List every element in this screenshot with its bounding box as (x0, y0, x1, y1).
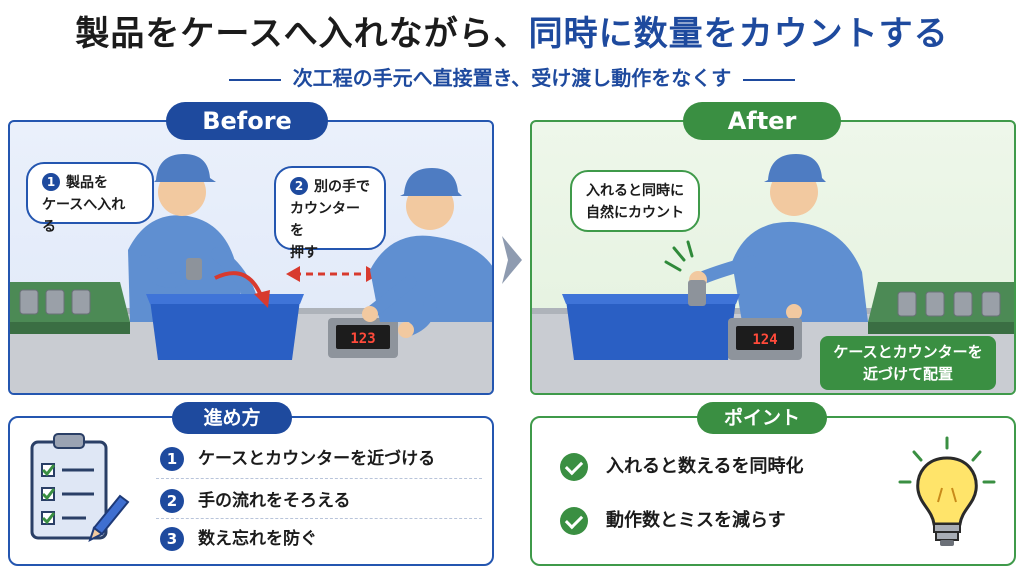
after-panel: 124 入れると同時に 自然にカウント (530, 120, 1016, 395)
bubble2-line2: カウンターを (290, 201, 360, 239)
step-item: 3 数え忘れを防ぐ (160, 524, 317, 551)
product-can (953, 291, 973, 317)
step-number: 1 (160, 447, 184, 471)
counter-display: 124 (752, 332, 777, 348)
before-panel: 123 1 製品を ケースへ入れる 2 別の手で カウンターを 押す (8, 120, 494, 395)
step-divider (156, 518, 482, 519)
counter-display: 123 (350, 331, 375, 347)
worker-right-body (370, 235, 492, 322)
subtitle-left-rule (228, 78, 281, 81)
after-label: After (683, 102, 841, 140)
point-text: 動作数とミスを減らす (606, 510, 786, 531)
counter-device: 124 (728, 318, 802, 360)
title-part2: 同時に数量をカウントする (528, 14, 949, 54)
chevron-right-icon (502, 236, 522, 284)
worker-after-body (732, 221, 868, 322)
step-divider (156, 478, 482, 479)
product-tray (10, 282, 130, 334)
blue-case (562, 294, 740, 360)
product-can (925, 291, 945, 317)
page-title: 製品をケースへ入れながら、同時に数量をカウントする (0, 6, 1024, 55)
step-text: 数え忘れを防ぐ (198, 529, 317, 549)
step-number: 3 (160, 527, 184, 551)
bubble1-line2: ケースへ入れる (42, 197, 126, 235)
product-can (897, 291, 917, 317)
subtitle-right-rule (743, 78, 796, 81)
pencil-icon (88, 494, 130, 542)
step-text: 手の流れをそろえる (198, 491, 351, 511)
check-circle-icon (560, 453, 588, 481)
point-item: 動作数とミスを減らす (560, 506, 786, 535)
step-item: 1 ケースとカウンターを近づける (160, 444, 435, 471)
subtitle: 次工程の手元へ直接置き、受け渡し動作をなくす (0, 62, 1024, 91)
blue-case (146, 294, 304, 360)
bubble2-line3: 押す (290, 245, 318, 261)
worker-right-cap (400, 168, 462, 196)
steps-label: 進め方 (172, 402, 292, 434)
after-bubble-line1: 入れると同時に (586, 183, 684, 199)
bubble1-line1: 製品を (66, 175, 108, 191)
callout-line2: 近づけて配置 (862, 365, 953, 383)
product-can (981, 291, 1001, 317)
counter-device: 123 (328, 318, 398, 358)
product-can (71, 289, 91, 315)
product-tray (868, 282, 1014, 334)
steps-box: 1 ケースとカウンターを近づける 2 手の流れをそろえる 3 数え忘れを防ぐ (8, 416, 494, 566)
worker-after (689, 154, 868, 322)
after-bubble: 入れると同時に 自然にカウント (570, 170, 700, 232)
callout-line1: ケースとカウンターを (833, 343, 983, 361)
point-text: 入れると数えるを同時化 (606, 456, 804, 477)
before-step2-bubble: 2 別の手で カウンターを 押す (274, 166, 386, 261)
title-part1: 製品をケースへ入れながら、 (75, 14, 529, 54)
before-scene-illustration: 123 (10, 154, 492, 393)
clipboard-checklist-icon (30, 433, 130, 542)
subtitle-text: 次工程の手元へ直接置き、受け渡し動作をなくす (292, 66, 732, 90)
put-in-arrow (214, 271, 264, 299)
step-item: 2 手の流れをそろえる (160, 486, 351, 513)
step2-number: 2 (290, 177, 308, 195)
product-can (45, 289, 65, 315)
before-label: Before (166, 102, 328, 140)
lightbulb-icon (898, 436, 996, 546)
before-step1-bubble: 1 製品を ケースへ入れる (26, 162, 154, 235)
held-product (186, 258, 202, 280)
after-bubble-line2: 自然にカウント (586, 205, 684, 221)
product-can (19, 289, 39, 315)
point-item: 入れると数えるを同時化 (560, 452, 803, 481)
worker-right (362, 168, 492, 338)
step1-number: 1 (42, 173, 60, 191)
motion-lines (664, 240, 694, 272)
check-circle-icon (560, 507, 588, 535)
worker-after-cap (764, 154, 826, 182)
step-text: ケースとカウンターを近づける (198, 449, 436, 469)
worker-left-cap (154, 154, 216, 182)
held-product (688, 280, 706, 306)
step-number: 2 (160, 489, 184, 513)
points-box: 入れると数えるを同時化 動作数とミスを減らす (530, 416, 1016, 566)
travel-arrow-left-head (286, 266, 300, 282)
after-callout: ケースとカウンターを 近づけて配置 (820, 336, 996, 390)
points-label: ポイント (697, 402, 827, 434)
put-in-arrow-head (254, 290, 270, 308)
bubble2-line1: 別の手で (314, 179, 370, 195)
